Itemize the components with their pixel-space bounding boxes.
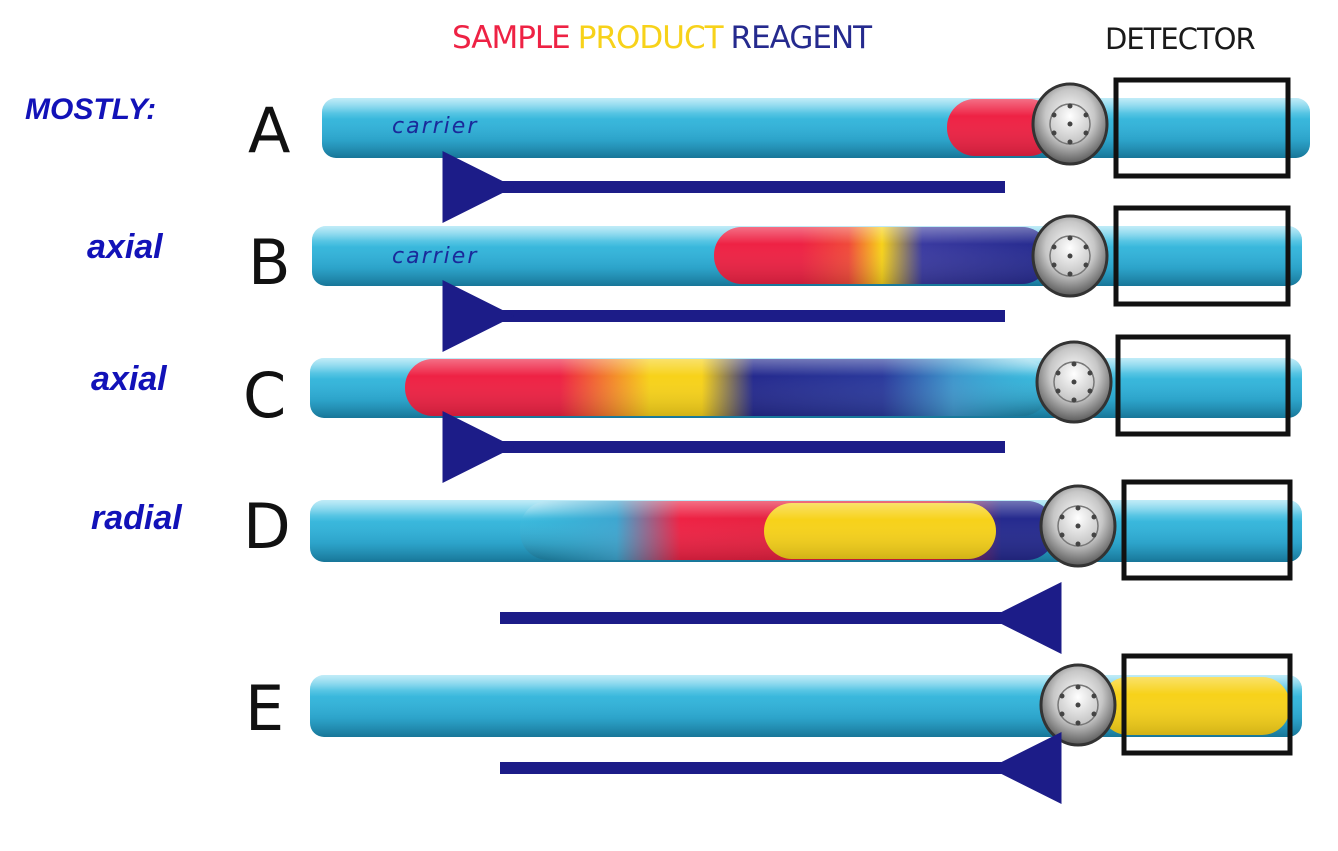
legend-reagent: REAGENT	[730, 20, 873, 56]
valve-c	[1035, 340, 1113, 424]
detector-box-b	[1113, 205, 1291, 307]
tube-row-e	[310, 675, 1302, 737]
row-letter-c: C	[243, 359, 287, 432]
valve-d	[1039, 484, 1117, 568]
mode-label-b: axial	[87, 228, 163, 266]
detector-box-c	[1115, 334, 1291, 437]
mostly-header: MOSTLY:	[25, 93, 157, 126]
detector-box-e	[1121, 653, 1293, 756]
valve-e	[1039, 663, 1117, 747]
legend-sample: SAMPLE	[452, 20, 571, 56]
carrier-label-a: carrier	[392, 114, 478, 139]
carrier-label-b: carrier	[392, 244, 478, 269]
mode-label-c: axial	[91, 360, 167, 398]
tube-row-d	[310, 500, 1302, 562]
row-letter-a: A	[248, 94, 291, 167]
tube-row-a: carrier	[322, 98, 1310, 158]
legend-product: PRODUCT	[577, 20, 724, 56]
row-letter-b: B	[248, 226, 291, 299]
valve-a	[1031, 82, 1109, 166]
valve-b	[1031, 214, 1109, 298]
mode-label-d: radial	[91, 499, 182, 537]
detector-box-d	[1121, 479, 1293, 581]
detector-box-a	[1113, 77, 1291, 179]
tube-row-b: carrier	[312, 226, 1302, 286]
tube-row-c	[310, 358, 1302, 418]
row-letter-e: E	[245, 672, 285, 745]
detector-label: DETECTOR	[1105, 22, 1256, 56]
row-letter-d: D	[243, 490, 291, 563]
